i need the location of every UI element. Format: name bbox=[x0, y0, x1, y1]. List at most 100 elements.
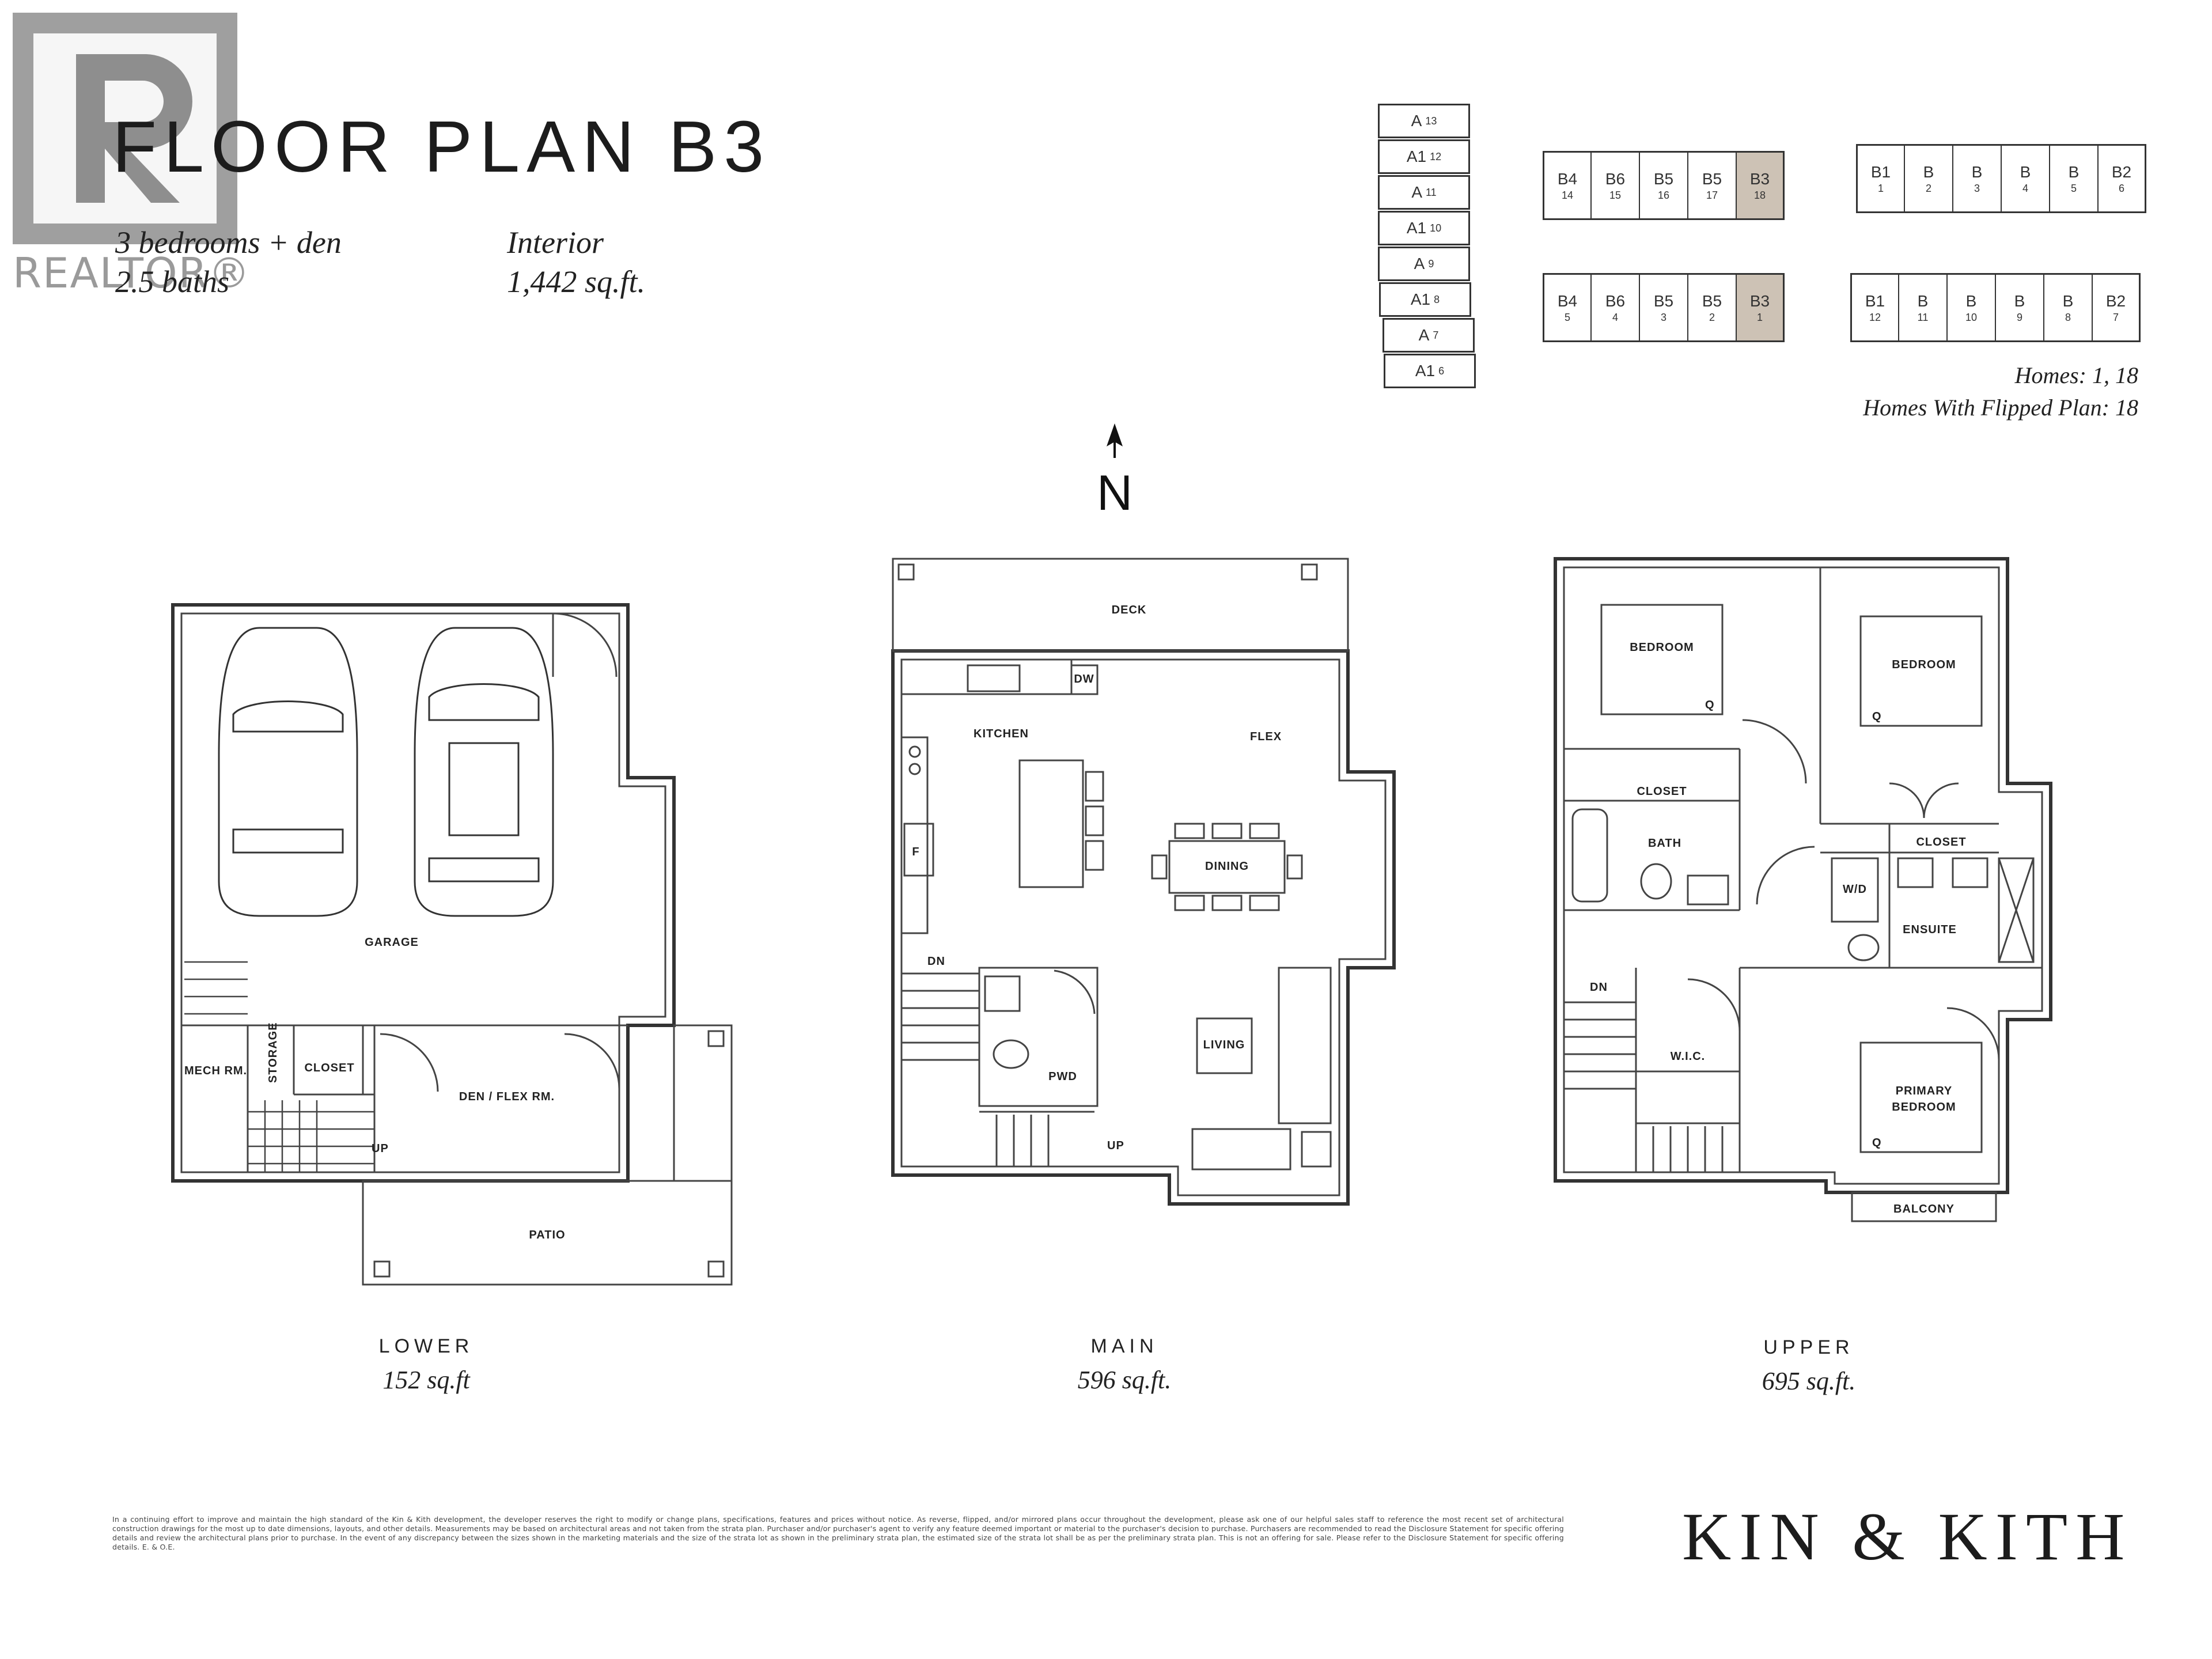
bedroom-1-label: BEDROOM bbox=[1630, 641, 1694, 654]
unit-code: B5 bbox=[1702, 169, 1722, 188]
main-level-name: MAIN bbox=[1090, 1335, 1158, 1357]
unit-code: B5 bbox=[1653, 291, 1674, 310]
unit-number: 15 bbox=[1609, 189, 1622, 201]
unit-number: 2 bbox=[1925, 182, 1931, 194]
upper-floor-plan: BEDROOM BEDROOM CLOSET BATH W/D CLOSET E… bbox=[1554, 557, 2052, 1222]
unit-code: B2 bbox=[2105, 291, 2126, 310]
unit-number: 3 bbox=[1660, 311, 1666, 323]
unit-number: 16 bbox=[1657, 189, 1670, 201]
unit-code: A bbox=[1414, 255, 1425, 272]
baths-text: 2.5 baths bbox=[115, 264, 230, 299]
ensuite-label: ENSUITE bbox=[1903, 923, 1957, 936]
unit-code: B5 bbox=[1702, 291, 1722, 310]
storage-label: STORAGE bbox=[267, 1022, 279, 1083]
mech-room-label: MECH RM. bbox=[184, 1065, 247, 1077]
bed-q-mark-2: Q bbox=[1872, 710, 1882, 723]
lower-closet-label: CLOSET bbox=[304, 1062, 354, 1074]
unit-number: 9 bbox=[1428, 257, 1434, 270]
unit-code: A1 bbox=[1406, 219, 1427, 237]
lower-level-name: LOWER bbox=[378, 1335, 474, 1357]
unit-code: B bbox=[2014, 291, 2025, 310]
page-title: FLOOR PLAN B3 bbox=[112, 106, 771, 187]
garage-label: GARAGE bbox=[365, 936, 419, 949]
unit-code: B bbox=[1923, 162, 1934, 181]
unit-code: B4 bbox=[1557, 169, 1578, 188]
unit-number: 14 bbox=[1561, 189, 1574, 201]
unit-number: 18 bbox=[1753, 189, 1766, 201]
unit-code: B5 bbox=[1653, 169, 1674, 188]
unit-code: A bbox=[1411, 183, 1422, 201]
patio-label: PATIO bbox=[529, 1229, 565, 1241]
dishwasher-label: DW bbox=[1074, 673, 1094, 685]
north-arrow-icon: N bbox=[1097, 423, 1132, 516]
unit-number: 4 bbox=[2022, 182, 2028, 194]
unit-number: 9 bbox=[2016, 311, 2022, 323]
unit-code: A1 bbox=[1406, 147, 1427, 165]
north-label: N bbox=[1097, 465, 1132, 516]
realtor-watermark-text: REALTOR® bbox=[13, 249, 251, 297]
unit-code: B bbox=[2020, 162, 2031, 181]
walk-in-closet-label: W.I.C. bbox=[1671, 1050, 1705, 1063]
unit-code: B bbox=[2068, 162, 2080, 181]
unit-number: 12 bbox=[1430, 150, 1442, 162]
unit-number: 1 bbox=[1756, 311, 1763, 323]
upper-level-name: UPPER bbox=[1763, 1336, 1854, 1358]
unit-number: 6 bbox=[1438, 365, 1445, 377]
bed-q-mark-1: Q bbox=[1705, 699, 1715, 711]
unit-number: 11 bbox=[1426, 186, 1437, 198]
unit-number: 13 bbox=[1425, 115, 1437, 127]
upper-closet-1-label: CLOSET bbox=[1637, 785, 1687, 798]
main-floor-plan: DECK DW KITCHEN FLEX F DINING DN PWD LIV… bbox=[891, 558, 1396, 1206]
unit-code: B6 bbox=[1605, 291, 1626, 310]
lower-up-label: UP bbox=[372, 1142, 389, 1155]
primary-bedroom-label-1: PRIMARY bbox=[1896, 1085, 1952, 1097]
unit-code: B1 bbox=[1870, 162, 1891, 181]
main-down-label: DN bbox=[927, 955, 945, 968]
unit-code: B bbox=[1917, 291, 1929, 310]
unit-code: B bbox=[2062, 291, 2074, 310]
unit-number: 5 bbox=[2070, 182, 2077, 194]
unit-code: B3 bbox=[1749, 169, 1770, 188]
unit-number: 17 bbox=[1706, 189, 1718, 201]
living-label: LIVING bbox=[1203, 1039, 1245, 1051]
upper-closet-2-label: CLOSET bbox=[1916, 836, 1966, 849]
unit-number: 7 bbox=[2112, 311, 2119, 323]
unit-code: B4 bbox=[1557, 291, 1578, 310]
realtor-logo bbox=[13, 13, 237, 244]
homes-note: Homes: 1, 18 bbox=[2014, 362, 2138, 388]
interior-label: Interior bbox=[507, 225, 604, 260]
balcony-label: BALCONY bbox=[1893, 1203, 1955, 1215]
unit-number: 5 bbox=[1564, 311, 1570, 323]
legal-disclaimer: In a continuing effort to improve and ma… bbox=[112, 1515, 1564, 1551]
fridge-label: F bbox=[912, 846, 919, 858]
unit-code: A1 bbox=[1410, 290, 1431, 308]
unit-code: B1 bbox=[1865, 291, 1885, 310]
primary-bedroom-label-2: BEDROOM bbox=[1892, 1101, 1956, 1113]
unit-number: 8 bbox=[2065, 311, 2071, 323]
bath-label: BATH bbox=[1648, 837, 1681, 850]
kitchen-label: KITCHEN bbox=[974, 728, 1029, 740]
